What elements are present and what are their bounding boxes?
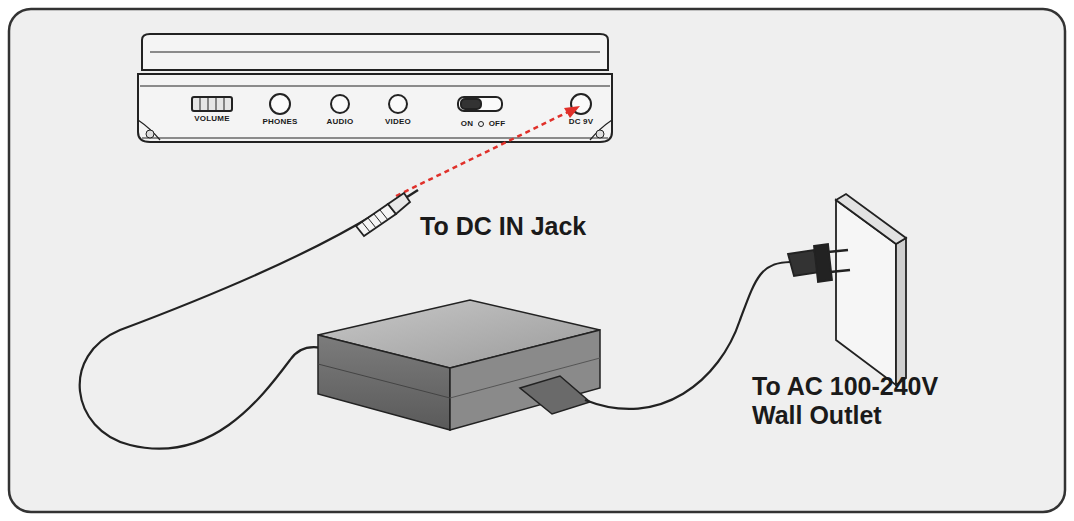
callout-label: To DC IN Jack [420, 212, 586, 241]
dc-plug [80, 190, 418, 449]
wall-outlet [788, 194, 906, 385]
dvd-player [138, 34, 612, 142]
frame [9, 9, 1065, 512]
control-label: VOLUME [194, 114, 229, 123]
callout-label: To AC 100-240V Wall Outlet [752, 372, 992, 430]
power-adapter [318, 262, 790, 430]
switch-label: ON [461, 119, 473, 128]
switch-label: OFF [489, 119, 506, 128]
pointer-arrow [396, 106, 580, 196]
control-label: VIDEO [385, 117, 411, 126]
jack-label: DC 9V [569, 117, 594, 126]
control-label: PHONES [263, 117, 298, 126]
control-label: AUDIO [327, 117, 354, 126]
